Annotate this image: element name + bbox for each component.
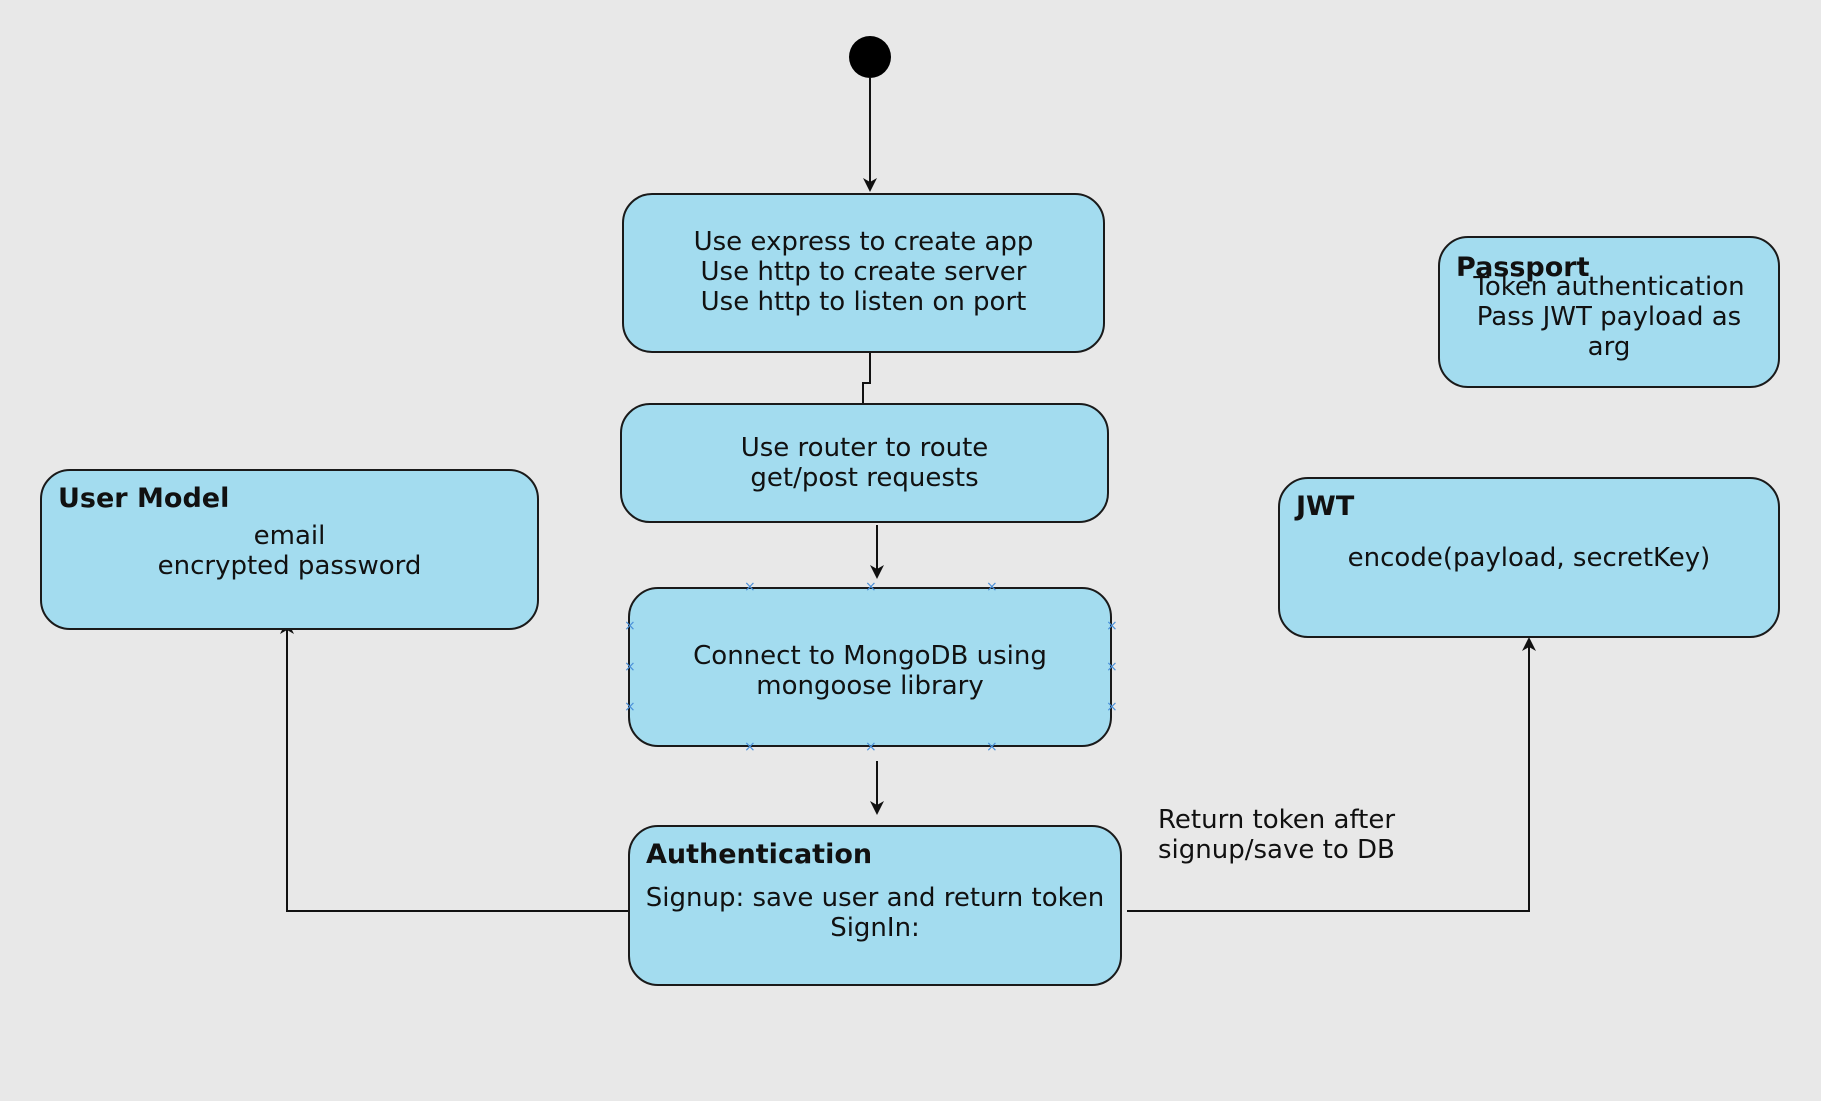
node-line: Use router to route [740,433,989,463]
node-line: Pass JWT payload as [1476,302,1742,332]
node-line: encrypted password [157,551,422,581]
node-line: get/post requests [750,463,979,493]
resize-handle[interactable]: × [1106,699,1118,715]
node-create-app[interactable]: Use express to create app Use http to cr… [622,193,1105,353]
node-authentication-title: Authentication [646,839,873,870]
resize-handle[interactable]: × [624,618,636,634]
node-authentication[interactable]: Authentication Signup: save user and ret… [628,825,1122,986]
edge-label-line: signup/save to DB [1158,835,1395,865]
node-line: Connect to MongoDB using [693,641,1047,671]
node-user-model-text: email encrypted password [42,521,537,581]
node-line: Token authentication [1473,272,1745,302]
node-user-model[interactable]: User Model email encrypted password [40,469,539,630]
node-create-app-text: Use express to create app Use http to cr… [624,227,1103,317]
node-mongodb[interactable]: Connect to MongoDB using mongoose librar… [628,587,1112,747]
node-passport-title: Passport [1456,252,1590,283]
node-jwt[interactable]: JWT encode(payload, secretKey) [1278,477,1780,638]
node-line: Use http to listen on port [700,287,1027,317]
node-user-model-title: User Model [58,483,230,514]
node-line: encode(payload, secretKey) [1347,543,1711,573]
edge-label-line: Return token after [1158,805,1396,835]
node-router[interactable]: Use router to route get/post requests [620,403,1109,523]
node-jwt-text: encode(payload, secretKey) [1280,543,1778,573]
node-passport-text: Token authentication Pass JWT payload as… [1440,272,1778,362]
resize-handle[interactable]: × [986,739,998,755]
node-line: Signup: save user and return token [645,883,1105,913]
resize-handle[interactable]: × [986,579,998,595]
node-passport[interactable]: Passport Token authentication Pass JWT p… [1438,236,1780,388]
node-mongodb-text: Connect to MongoDB using mongoose librar… [630,641,1110,701]
resize-handle[interactable]: × [1106,618,1118,634]
resize-handle[interactable]: × [744,739,756,755]
node-line: Use http to create server [700,257,1027,287]
node-line: SignIn: [830,913,920,943]
edge-label-return-token: Return token after signup/save to DB [1158,805,1395,865]
resize-handle[interactable]: × [744,579,756,595]
node-line: email [253,521,326,551]
resize-handle[interactable]: × [624,659,636,675]
edge-app-to-router[interactable] [856,348,871,419]
edge-auth-to-user-model[interactable] [280,620,628,912]
resize-handle[interactable]: × [1106,659,1118,675]
node-router-text: Use router to route get/post requests [622,433,1107,493]
node-line: mongoose library [756,671,984,701]
initial-state-dot[interactable] [849,36,891,78]
node-authentication-text: Signup: save user and return token SignI… [630,883,1120,943]
resize-handle[interactable]: × [865,579,877,595]
resize-handle[interactable]: × [865,739,877,755]
edge-auth-to-jwt[interactable] [1127,637,1536,912]
node-line: Use express to create app [693,227,1034,257]
node-jwt-title: JWT [1296,491,1355,522]
node-line: arg [1587,332,1631,362]
resize-handle[interactable]: × [624,699,636,715]
